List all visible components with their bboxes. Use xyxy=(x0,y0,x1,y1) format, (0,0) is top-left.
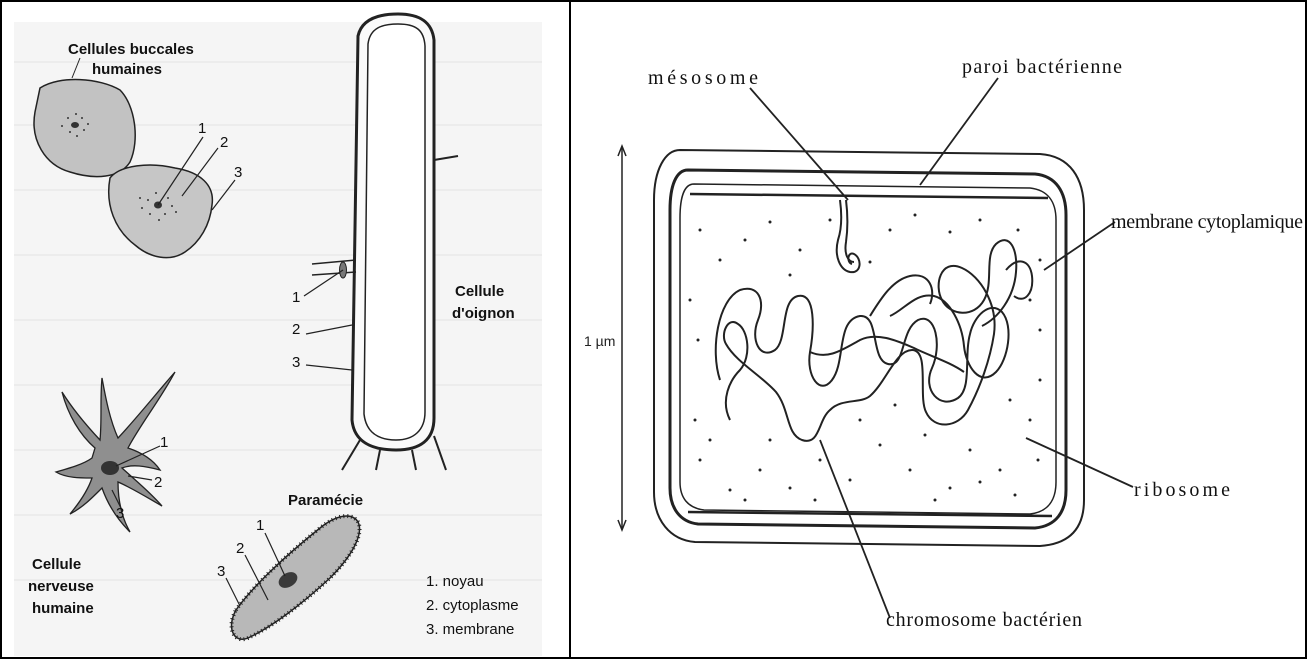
paramecium-title: Paramécie xyxy=(288,492,363,509)
bacterium-body xyxy=(654,150,1084,546)
nerve-num-1: 1 xyxy=(160,434,168,451)
onion-num-3: 3 xyxy=(292,354,300,371)
buccal-title-line2: humaines xyxy=(92,61,162,78)
legend-item-membrane: 3. membrane xyxy=(426,621,514,638)
nerve-title-line2: nerveuse xyxy=(28,578,94,595)
mesosome xyxy=(837,200,860,272)
legend-item-cytoplasm: 2. cytoplasme xyxy=(426,597,519,614)
label-mesosome: mésosome xyxy=(648,67,758,89)
nerve-title-line1: Cellule xyxy=(32,556,81,573)
onion-num-2: 2 xyxy=(292,321,300,338)
scale-bar xyxy=(618,146,626,530)
bacterium-diagram-panel: 1 µm mésosome paroi bactérienne membrane… xyxy=(570,0,1307,659)
buccal-num-3: 3 xyxy=(234,164,242,181)
nerve-title-line3: humaine xyxy=(32,600,94,617)
buccal-num-2: 2 xyxy=(220,134,228,151)
buccal-title-line1: Cellules buccales xyxy=(68,41,194,58)
label-cytoplasmic-membrane: membrane cytoplamique xyxy=(1111,211,1303,233)
scale-label: 1 µm xyxy=(584,333,615,349)
paramecium-num-2: 2 xyxy=(236,540,244,557)
onion-num-1: 1 xyxy=(292,289,300,306)
chromosome xyxy=(716,240,1033,441)
legend-item-nucleus: 1. noyau xyxy=(426,573,484,590)
label-chromosome: chromosome bactérien xyxy=(886,609,1082,631)
paramecium-num-1: 1 xyxy=(256,517,264,534)
onion-title-line2: d'oignon xyxy=(452,305,515,322)
label-bacterial-wall: paroi bactérienne xyxy=(962,56,1122,78)
label-ribosome: ribosome xyxy=(1134,479,1230,501)
cell-diagrams-panel: Cellules buccales humaines 1 2 3 1 2 3 C… xyxy=(0,0,570,659)
nerve-num-3: 3 xyxy=(116,505,124,522)
leader-lines xyxy=(750,78,1133,618)
buccal-num-1: 1 xyxy=(198,120,206,137)
nerve-num-2: 2 xyxy=(154,474,162,491)
paramecium-num-3: 3 xyxy=(217,563,225,580)
onion-title-line1: Cellule xyxy=(455,283,504,300)
